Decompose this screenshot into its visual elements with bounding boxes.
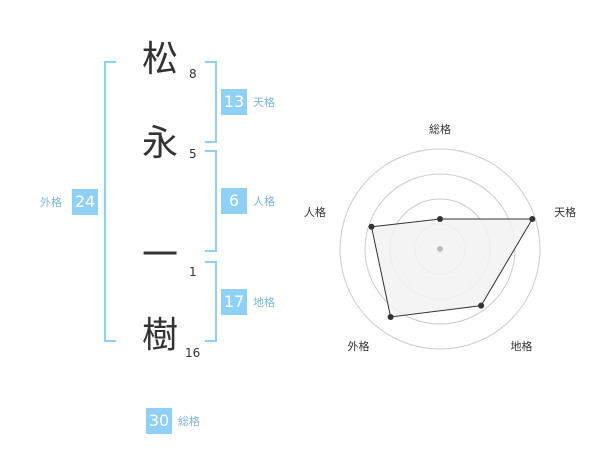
chikaku-bracket: [205, 261, 217, 342]
name-char-3: 一: [141, 235, 178, 276]
soukaku-label: 総格: [178, 415, 200, 428]
radar-ring-2: [389, 198, 491, 300]
stroke-count-4: 16: [185, 346, 201, 360]
radar-ring-4: [339, 148, 541, 350]
chikaku-value-box: 17: [221, 289, 247, 315]
radar-ring-3: [364, 173, 516, 325]
radar-polygon: [370, 218, 534, 318]
radar-point-3: [478, 302, 485, 309]
chikaku-label: 地格: [253, 296, 275, 309]
radar-axis-label-2: 天格: [554, 205, 576, 219]
name-char-1: 松: [141, 39, 178, 80]
gaikaku-label: 外格: [40, 196, 62, 209]
jinkaku-label: 人格: [253, 195, 275, 208]
radar-point-5: [368, 223, 375, 230]
radar-axis-label-4: 外格: [348, 339, 370, 353]
radar-point-1: [437, 216, 443, 222]
tenkaku-label: 天格: [253, 96, 275, 109]
stroke-count-2: 5: [189, 147, 197, 161]
tenkaku-value-box: 13: [221, 89, 247, 115]
radar-axis-label-5: 人格: [304, 205, 326, 219]
stroke-count-1: 8: [189, 67, 197, 81]
radar-point-4: [387, 314, 394, 320]
radar-axis-label-1: 総格: [429, 122, 451, 136]
gaikaku-bracket: [104, 61, 116, 342]
soukaku-value-box: 30: [146, 408, 172, 434]
jinkaku-bracket: [205, 150, 217, 252]
stroke-count-3: 1: [189, 265, 197, 279]
name-char-4: 樹: [141, 315, 178, 356]
radar-point-2: [529, 216, 536, 222]
radar-center-dot: [437, 246, 443, 252]
gaikaku-value-box: 24: [72, 189, 98, 215]
radar-axis-label-3: 地格: [511, 339, 533, 353]
jinkaku-value-box: 6: [221, 188, 247, 214]
tenkaku-bracket: [205, 61, 217, 143]
name-char-2: 永: [141, 123, 178, 164]
radar-ring-1: [414, 223, 466, 275]
